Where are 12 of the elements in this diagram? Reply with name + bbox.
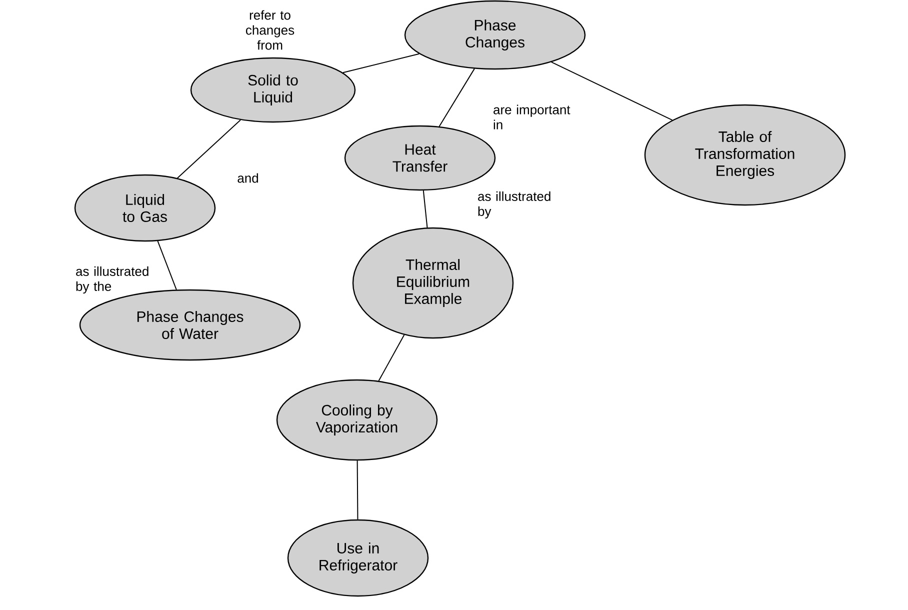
connector-line <box>176 119 241 179</box>
edge-label: and <box>238 173 258 183</box>
edge-label: as illustrated by <box>478 191 550 219</box>
connector-line <box>157 240 177 290</box>
connector-line <box>422 190 428 228</box>
edge-label: are important in <box>494 104 570 130</box>
connector-line <box>378 334 405 382</box>
edge-label: refer to changes from <box>246 10 294 50</box>
connector-line <box>342 53 420 74</box>
connector-line <box>550 62 673 121</box>
connector-line <box>356 460 358 520</box>
connector-line <box>438 68 475 127</box>
